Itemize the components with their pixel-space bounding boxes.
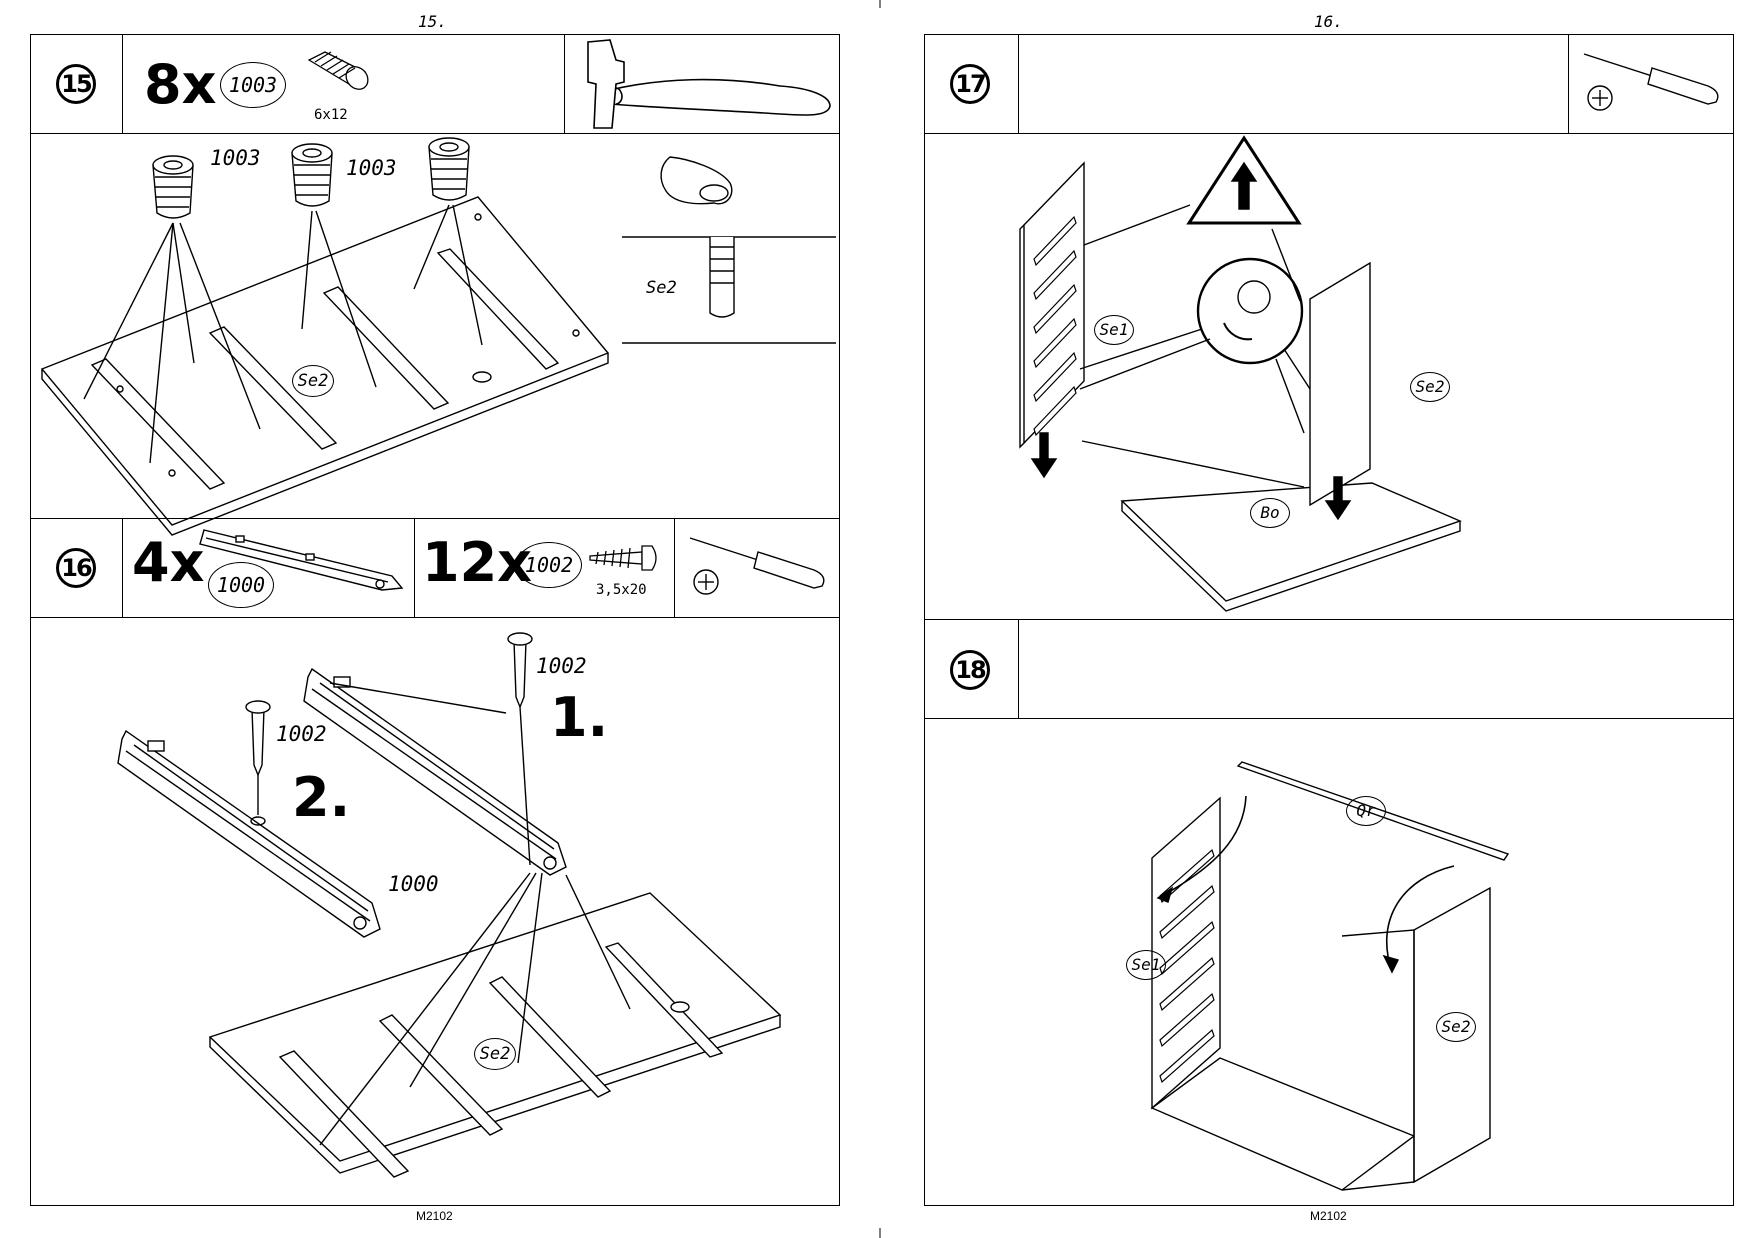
label-se2: Se2 <box>1436 1012 1476 1042</box>
dowel-callout-1: 1003 <box>210 146 261 170</box>
instruction-cell <box>1018 34 1569 134</box>
screw-callout-1: 1002 <box>536 654 587 678</box>
part-code-oval: 1003 <box>220 62 286 108</box>
label-se2: Se2 <box>1410 372 1450 402</box>
instruction-cell <box>1018 619 1734 719</box>
step-number-16: 16 <box>56 548 96 588</box>
cross-rail-drawing <box>1150 761 1510 1191</box>
rail-label: 1000 <box>388 872 439 896</box>
screwdriver-icon <box>1583 53 1719 111</box>
footer-code: M2102 <box>1310 1209 1347 1223</box>
part-size-label: 6x12 <box>314 107 348 123</box>
quantity-label-a: 4x <box>132 531 205 594</box>
step-16-illustration <box>30 617 840 1206</box>
step-number-17: 17 <box>950 64 990 104</box>
step-number-18: 18 <box>950 650 990 690</box>
runner-mounting-drawing <box>117 632 782 1178</box>
dowel-icon <box>307 51 369 90</box>
panel-assembly-drawing <box>1019 135 1462 612</box>
dowel-callout-2: 1003 <box>346 156 397 180</box>
step-number-15: 15 <box>56 64 96 104</box>
screw-callout-2: 1002 <box>276 722 327 746</box>
label-se1: Se1 <box>1126 950 1166 980</box>
page-number: 16. <box>1314 12 1343 31</box>
screw-icon <box>589 545 657 571</box>
board-with-dowels-drawing <box>40 137 836 536</box>
part-size-label-b: 3,5x20 <box>596 582 647 598</box>
label-se1: Se1 <box>1094 315 1134 345</box>
panel-label-se2: Se2 <box>292 365 334 397</box>
hammer-icon <box>587 39 831 129</box>
label-qr: Qr <box>1346 796 1386 826</box>
part-code-oval-b: 1002 <box>516 542 582 588</box>
footer-code: M2102 <box>416 1209 453 1223</box>
order-label-2: 2. <box>292 766 351 829</box>
quantity-label: 8x <box>144 53 217 116</box>
quantity-label-b: 12x <box>422 531 532 594</box>
order-label-1: 1. <box>550 686 609 749</box>
step-18-illustration <box>924 718 1734 1206</box>
part-code-oval-a: 1000 <box>208 562 274 608</box>
panel-label-se2: Se2 <box>474 1038 516 1070</box>
detail-label-se2: Se2 <box>646 278 677 298</box>
drawer-runner-icon <box>199 529 404 591</box>
page-number: 15. <box>418 12 447 31</box>
label-bo: Bo <box>1250 498 1290 528</box>
screwdriver-icon <box>689 537 825 595</box>
